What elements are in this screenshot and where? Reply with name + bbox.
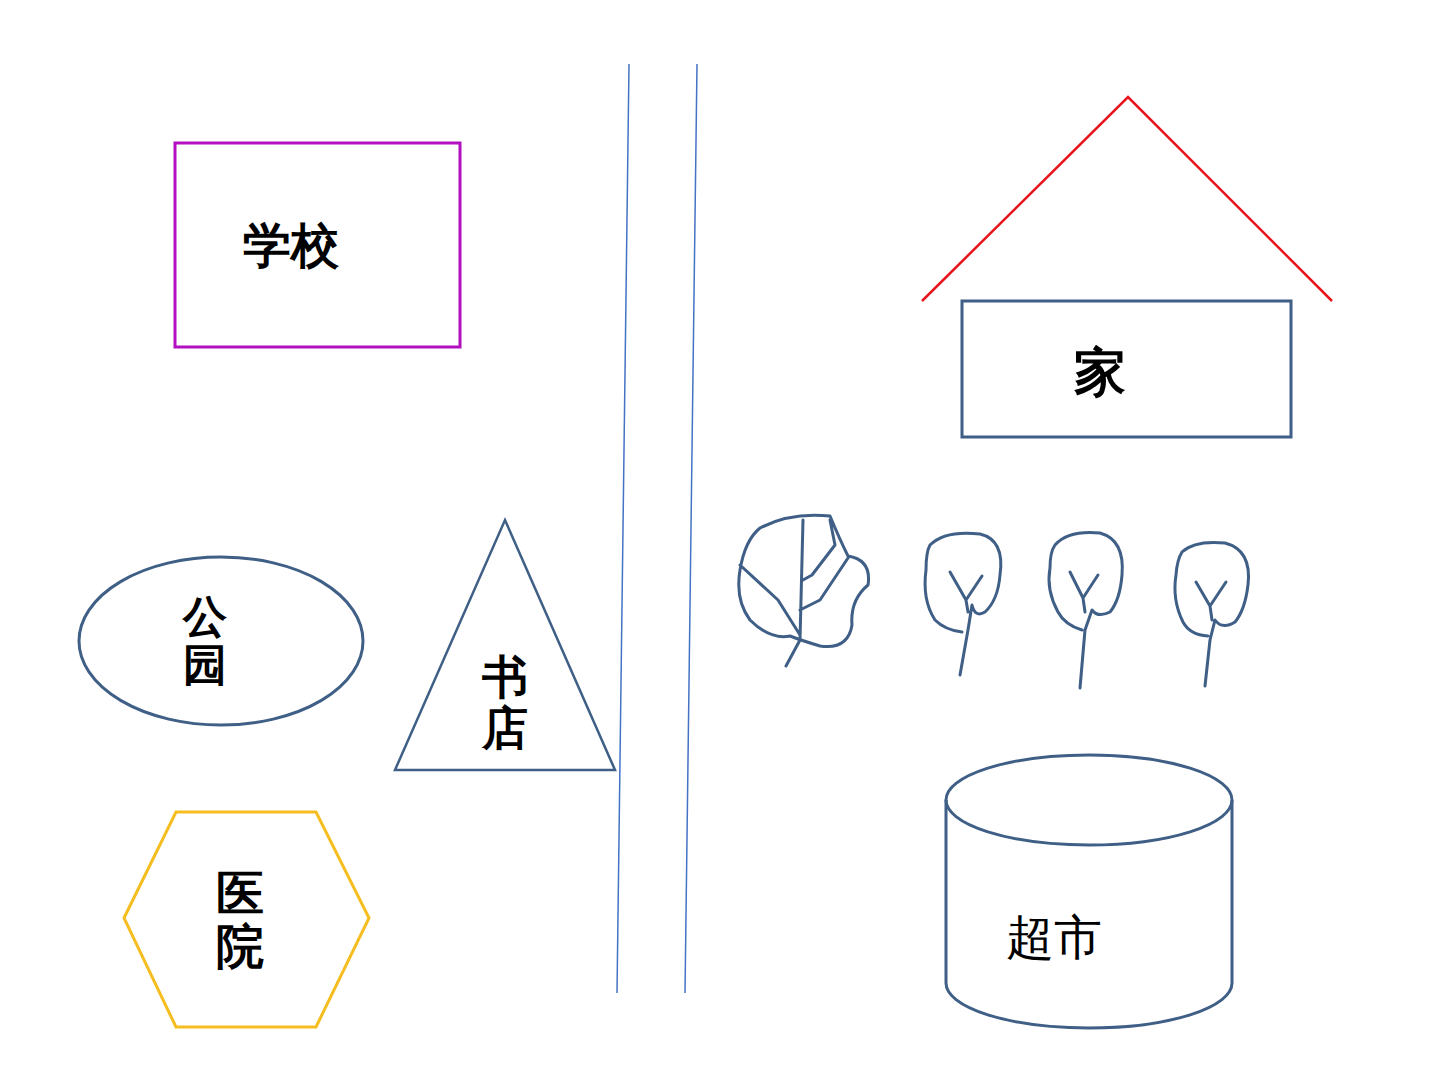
- outline-stroke: [962, 301, 1291, 437]
- road-edge: [685, 64, 697, 993]
- trees: [739, 515, 1249, 688]
- outline-stroke: [79, 557, 363, 725]
- supermarket-cylinder: 超市: [944, 753, 1234, 1030]
- place-label: 书店: [482, 652, 528, 753]
- park-ellipse: 公园: [77, 555, 365, 727]
- shape-outline: [920, 95, 1334, 439]
- tree: [925, 533, 1001, 675]
- outline-stroke: [395, 520, 615, 770]
- outline-stroke: [175, 143, 460, 347]
- outline-stroke: [124, 812, 369, 1027]
- tree: [1175, 542, 1249, 686]
- road-edge: [617, 64, 629, 993]
- place-label: 家: [1074, 344, 1126, 401]
- place-label: 医院: [216, 867, 264, 973]
- place-label: 学校: [243, 219, 339, 272]
- bookstore-triangle: 书店: [393, 518, 617, 772]
- outline-stroke: [946, 755, 1232, 1028]
- place-label: 超市: [1006, 911, 1102, 964]
- shape-outline: [944, 753, 1234, 1030]
- place-label: 公园: [183, 593, 227, 690]
- tree: [1049, 533, 1122, 689]
- school-box: 学校: [173, 141, 463, 350]
- outline-stroke: [922, 97, 1332, 301]
- road: [617, 64, 697, 993]
- outline-stroke: [946, 800, 1232, 845]
- hospital-hexagon: 医院: [122, 810, 371, 1029]
- leaf-tree: [739, 515, 869, 666]
- home-house: 家: [920, 95, 1334, 439]
